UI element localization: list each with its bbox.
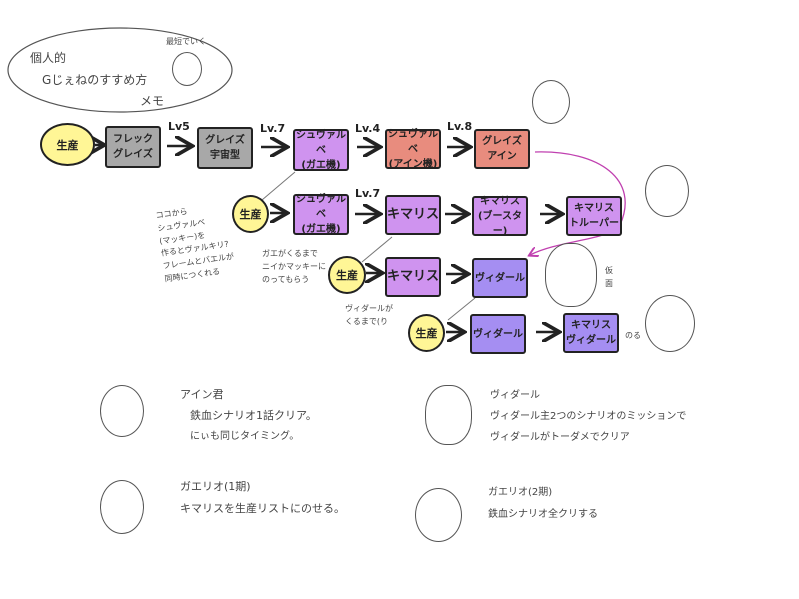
legend-gaelio-2: ガエリオ(2期) 鉄血シナリオ全クリする: [488, 482, 598, 526]
node-label: キマリス: [574, 203, 614, 214]
flow-arrows: [95, 145, 560, 332]
gaelio-face-icon: [100, 480, 144, 534]
node-kimaris-vidar: キマリスヴィダール: [563, 313, 619, 353]
level-label: Lv.7: [355, 187, 381, 200]
node-label: シュヴァルベ: [388, 128, 438, 155]
node-label: (アイン機): [388, 158, 438, 170]
note-line: のってもらう: [262, 274, 310, 284]
level-label: Lv5: [168, 120, 190, 133]
level-label: Lv.8: [447, 120, 473, 133]
gaelio-s2-face-icon: [645, 295, 695, 352]
node-label: 生産: [336, 269, 358, 282]
bubble-caption: 最短でいく: [166, 37, 206, 46]
node-label: (ブースター): [477, 210, 523, 237]
node-label: フレック: [113, 134, 153, 145]
level-label: Lv.7: [260, 122, 286, 135]
node-vidar-2: ヴィダール: [470, 314, 526, 354]
mask-note: 仮面: [605, 266, 613, 288]
gaelio-face-icon: [645, 165, 689, 217]
level-label: Lv.4: [355, 122, 381, 135]
title-line: Gじぇねのすすめ方: [42, 72, 148, 87]
node-vidar: ヴィダール: [472, 258, 528, 298]
legend-gaelio-1: ガエリオ(1期) キマリスを生産リストにのせる。: [180, 476, 345, 520]
legend-line: ヴィダール主2つのシナリオのミッションで: [490, 411, 687, 422]
node-label: (ガエ機): [301, 224, 341, 235]
note-line: ニイかマッキーに: [262, 261, 326, 271]
node-schwalbe-gae: シュヴァルベ (ガエ機): [293, 129, 349, 171]
title-note: 個人的 Gじぇねのすすめ方 メモ: [30, 48, 164, 113]
node-label: キマリス: [480, 195, 520, 207]
legend-line: キマリスを生産リストにのせる。: [180, 502, 345, 515]
title-line: 個人的: [30, 51, 67, 65]
ein-face-icon: [532, 80, 570, 124]
title-bubble-outline: [7, 27, 233, 113]
node-label: 生産: [239, 208, 262, 221]
node-label: グレイズ: [482, 136, 522, 147]
note-line: くるまで(り: [345, 316, 388, 326]
legend-name: ガエリオ(2期): [488, 487, 553, 498]
node-label: トルーパー: [569, 218, 619, 229]
node-graze-ein: グレイズアイン: [474, 129, 530, 169]
node-label: シュヴァルベ: [296, 194, 346, 220]
production-node: 生産: [232, 195, 269, 233]
node-label: アイン: [487, 151, 517, 162]
node-label: ヴィダール: [475, 272, 525, 284]
legend-ein: アイン君 鉄血シナリオ1話クリア。 にぃも同じタイミング。: [180, 385, 317, 446]
legend-line: 鉄血シナリオ全クリする: [488, 509, 598, 520]
node-schwalbe-ein: シュヴァルベ (アイン機): [385, 128, 441, 170]
gae-note: ガエがくるまで ニイかマッキーに のってもらう: [262, 248, 326, 286]
production-node: 生産: [328, 256, 366, 294]
node-graze-space: グレイズ宇宙型: [197, 127, 253, 169]
legend-name: ガエリオ(1期): [180, 480, 251, 493]
legend-name: ヴィダール: [490, 390, 540, 401]
legend-name: アイン君: [180, 388, 224, 401]
node-kimaris: キマリス: [385, 195, 441, 235]
node-schwalbe-gae-2: シュヴァルベ (ガエ機): [293, 194, 349, 235]
node-label: (ガエ機): [301, 159, 341, 171]
node-flek-graze: フレックグレイズ: [105, 126, 161, 168]
node-label: グレイズ: [205, 135, 245, 146]
node-label: キマリス: [387, 269, 440, 285]
node-label: 生産: [415, 327, 438, 340]
left-note: ココから シュヴァルベ (マッキー)を 作るとヴァルキリ? フレームとバエルが …: [155, 200, 237, 286]
node-label: 宇宙型: [210, 150, 240, 161]
node-label: キマリス: [571, 320, 611, 331]
node-kimaris-trooper: キマリストルーパー: [566, 196, 622, 236]
node-label: ヴィダール: [473, 328, 523, 340]
note-line: ガエがくるまで: [262, 249, 318, 258]
gaelio-s2-face-icon: [415, 488, 462, 542]
node-label: シュヴァルベ: [296, 129, 346, 156]
ride-note: のる: [625, 331, 641, 340]
node-kimaris-booster: キマリス (ブースター): [472, 195, 528, 237]
node-label: ヴィダール: [566, 335, 616, 346]
node-label: 生産: [56, 138, 79, 152]
legend-vidar: ヴィダール ヴィダール主2つのシナリオのミッションで ヴィダールがトーダメでクリ…: [490, 385, 686, 448]
legend-line: ヴィダールがトーダメでクリア: [490, 432, 630, 443]
node-label: グレイズ: [113, 149, 153, 160]
node-label: キマリス: [387, 207, 440, 223]
legend-line: 鉄血シナリオ1話クリア。: [190, 408, 317, 422]
ein-face-icon: [100, 385, 144, 437]
vidar-wait-note: ヴィダールが くるまで(り: [345, 303, 393, 329]
node-kimaris-2: キマリス: [385, 257, 441, 297]
legend-line: にぃも同じタイミング。: [190, 430, 300, 442]
production-node: 生産: [40, 123, 95, 166]
production-node: 生産: [408, 314, 445, 352]
vidar-mask-icon: [545, 243, 597, 307]
vidar-mask-icon: [425, 385, 472, 445]
note-line: ヴィダールが: [345, 304, 393, 313]
title-line: メモ: [140, 94, 165, 109]
character-face-icon: [172, 52, 202, 86]
